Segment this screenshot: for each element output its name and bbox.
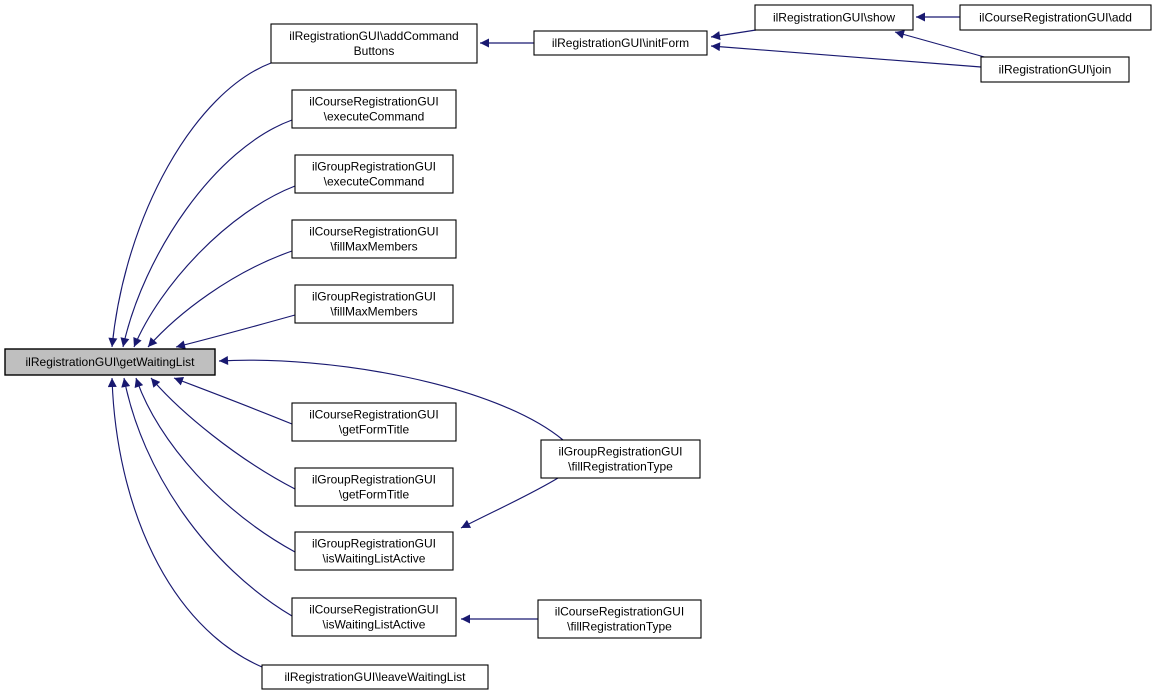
node-label: \getFormTitle [339,423,410,437]
node-course-get-form-title[interactable]: ilCourseRegistrationGUI\getFormTitle [291,402,457,442]
edge-join-to-show [894,30,989,59]
node-box[interactable] [533,30,708,56]
node-group-fill-max-members[interactable]: ilGroupRegistrationGUI\fillMaxMembers [294,284,454,324]
node-label: ilGroupRegistrationGUI [312,290,436,304]
node-label: ilCourseRegistrationGUI [309,95,438,109]
node-box[interactable] [291,597,457,637]
node-group-is-waiting-list-active[interactable]: ilGroupRegistrationGUI\isWaitingListActi… [294,531,454,571]
node-label: \executeCommand [324,110,425,124]
node-box[interactable] [291,89,457,129]
node-leave-waiting-list[interactable]: ilRegistrationGUI\leaveWaitingList [261,664,489,690]
node-box[interactable] [754,4,914,31]
edge-course-fill-max-members-to-get-waiting-list [147,250,293,348]
node-group-get-form-title[interactable]: ilGroupRegistrationGUI\getFormTitle [294,467,454,507]
node-label: ilRegistrationGUI\getWaitingList [26,355,196,369]
node-box[interactable] [294,154,454,194]
node-label: ilRegistrationGUI\initForm [552,36,689,50]
edges-layer [107,12,989,668]
node-label: \fillRegistrationType [567,620,672,634]
node-group-execute-command[interactable]: ilGroupRegistrationGUI\executeCommand [294,154,454,194]
node-get-waiting-list: ilRegistrationGUI\getWaitingList [4,348,216,376]
node-box[interactable] [291,402,457,442]
node-label: ilRegistrationGUI\leaveWaitingList [285,670,467,684]
edge-add-command-buttons-to-get-waiting-list [108,62,272,348]
edge-group-is-waiting-list-active-to-get-waiting-list [134,377,296,553]
edge-leave-waiting-list-to-get-waiting-list [107,377,263,668]
node-course-add[interactable]: ilCourseRegistrationGUI\add [959,4,1152,31]
node-label: \executeCommand [324,175,425,189]
node-join[interactable]: ilRegistrationGUI\join [980,56,1130,83]
node-label: Buttons [354,44,395,58]
edge-show-to-init-form [710,29,757,41]
node-label: ilCourseRegistrationGUI [309,225,438,239]
nodes-layer: ilRegistrationGUI\getWaitingList ilRegist… [4,4,1152,690]
node-box[interactable] [270,23,478,64]
node-init-form[interactable]: ilRegistrationGUI\initForm [533,30,708,56]
node-box[interactable] [291,219,457,259]
node-box[interactable] [294,531,454,571]
node-label: ilCourseRegistrationGUI [555,605,684,619]
edge-group-execute-command-to-get-waiting-list [133,185,296,348]
edge-course-get-form-title-to-get-waiting-list [173,377,293,425]
node-label: ilGroupRegistrationGUI [312,473,436,487]
node-label: \fillRegistrationType [568,460,673,474]
node-label: ilGroupRegistrationGUI [312,160,436,174]
node-box [4,348,216,376]
node-label: ilCourseRegistrationGUI [309,408,438,422]
edge-group-fill-max-members-to-get-waiting-list [175,314,296,350]
edge-course-execute-command-to-get-waiting-list [120,119,293,348]
edge-group-fill-registration-type-to-get-waiting-list [218,356,564,441]
node-label: \fillMaxMembers [330,305,417,319]
node-box[interactable] [959,4,1152,31]
node-box[interactable] [261,664,489,690]
node-course-execute-command[interactable]: ilCourseRegistrationGUI\executeCommand [291,89,457,129]
node-label: ilGroupRegistrationGUI [312,537,436,551]
node-label: \getFormTitle [339,488,410,502]
node-course-fill-max-members[interactable]: ilCourseRegistrationGUI\fillMaxMembers [291,219,457,259]
node-box[interactable] [294,467,454,507]
node-label: \fillMaxMembers [330,240,417,254]
node-label: \isWaitingListActive [323,618,426,632]
edge-group-fill-registration-type-to-group-is-waiting-list-active [460,477,559,529]
node-box[interactable] [540,439,701,479]
node-group-fill-registration-type[interactable]: ilGroupRegistrationGUI\fillRegistrationT… [540,439,701,479]
node-label: ilRegistrationGUI\join [999,63,1112,77]
node-label: ilCourseRegistrationGUI\add [979,11,1132,25]
edge-course-is-waiting-list-active-to-get-waiting-list [121,377,293,617]
node-label: ilCourseRegistrationGUI [309,603,438,617]
node-box[interactable] [980,56,1130,83]
node-label: ilRegistrationGUI\show [773,11,895,25]
node-course-is-waiting-list-active[interactable]: ilCourseRegistrationGUI\isWaitingListAct… [291,597,457,637]
node-label: ilGroupRegistrationGUI [558,445,682,459]
edge-join-to-init-form [710,42,982,68]
node-box[interactable] [294,284,454,324]
node-show[interactable]: ilRegistrationGUI\show [754,4,914,31]
node-label: ilRegistrationGUI\addCommand [289,29,458,43]
node-box[interactable] [537,599,702,639]
node-label: \isWaitingListActive [323,552,426,566]
edge-group-get-form-title-to-get-waiting-list [150,377,296,490]
node-course-fill-registration-type[interactable]: ilCourseRegistrationGUI\fillRegistration… [537,599,702,639]
